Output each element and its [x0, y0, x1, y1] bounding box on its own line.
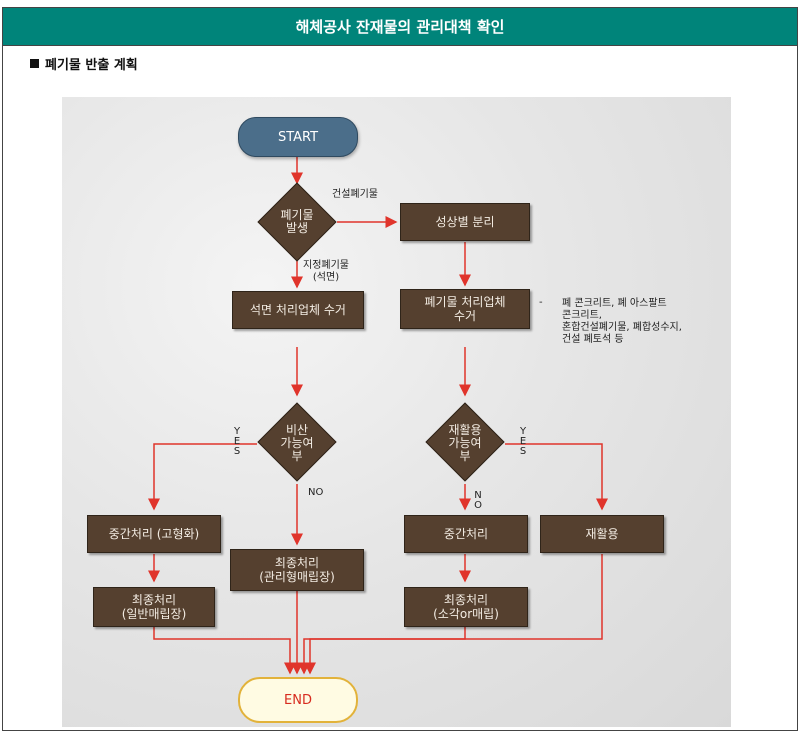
waste-flow-diagram: START 폐기물 발생 건설폐기물 지정폐기물 (석면) 성상별 분리 석면 …: [62, 97, 731, 727]
box-separate-by-type: 성상별 분리: [400, 203, 530, 241]
decision-scatter-label: 비산 가능여 부: [280, 422, 314, 463]
section-title: 폐기물 반출 계획: [30, 54, 138, 73]
label-yes-left: Y E S: [233, 426, 241, 457]
box-final-managed-landfill: 최종처리 (관리형매립장): [230, 549, 364, 591]
label-designated-waste: 지정폐기물 (석면): [303, 260, 349, 283]
decision-recycle-label: 재활용 가능여 부: [448, 422, 482, 463]
decision-recycle-possible: 재활용 가능여 부: [425, 399, 505, 487]
box-mid-solidify: 중간처리 (고형화): [87, 515, 221, 553]
box-mid-process: 중간처리: [404, 515, 528, 553]
label-yes-right: Y E S: [519, 426, 527, 457]
page-header: 해체공사 잔재물의 관리대책 확인: [3, 8, 797, 46]
arrow-recycle-to-end: [304, 554, 603, 675]
box-recycle: 재활용: [540, 515, 664, 553]
dash-mark: -: [539, 297, 543, 308]
waste-types-note: 폐 콘크리트, 폐 아스팔트 콘크리트, 혼합건설폐기물, 폐합성수지, 건설 …: [562, 298, 682, 345]
square-bullet-icon: [30, 59, 39, 68]
arrow-incinerate-to-end: [298, 627, 466, 675]
section-title-text: 폐기물 반출 계획: [45, 58, 138, 73]
box-final-incinerate-landfill: 최종처리 (소각or매립): [404, 587, 528, 627]
box-asbestos-collect: 석면 처리업체 수거: [232, 291, 364, 329]
arrow-recycle-yes: [505, 443, 608, 511]
decision-waste-generated-label: 폐기물 발생: [280, 208, 314, 235]
label-no-right: N O: [474, 490, 482, 511]
arrow-scatter-yes: [148, 443, 257, 511]
start-node: START: [238, 117, 358, 157]
arrow-general-to-end: [153, 627, 296, 675]
label-construction-waste: 건설폐기물: [332, 189, 378, 200]
end-node: END: [238, 677, 358, 723]
decision-waste-generated: 폐기물 발생: [257, 182, 337, 262]
box-waste-collect: 폐기물 처리업체 수거: [400, 289, 530, 329]
label-no-left: NO: [308, 487, 324, 498]
flow-arrows: [148, 157, 608, 675]
decision-scatter-possible: 비산 가능여 부: [257, 399, 337, 487]
header-title: 해체공사 잔재물의 관리대책 확인: [295, 18, 505, 36]
box-final-general-landfill: 최종처리 (일반매립장): [93, 587, 215, 627]
content-frame: 해체공사 잔재물의 관리대책 확인: [2, 7, 798, 731]
